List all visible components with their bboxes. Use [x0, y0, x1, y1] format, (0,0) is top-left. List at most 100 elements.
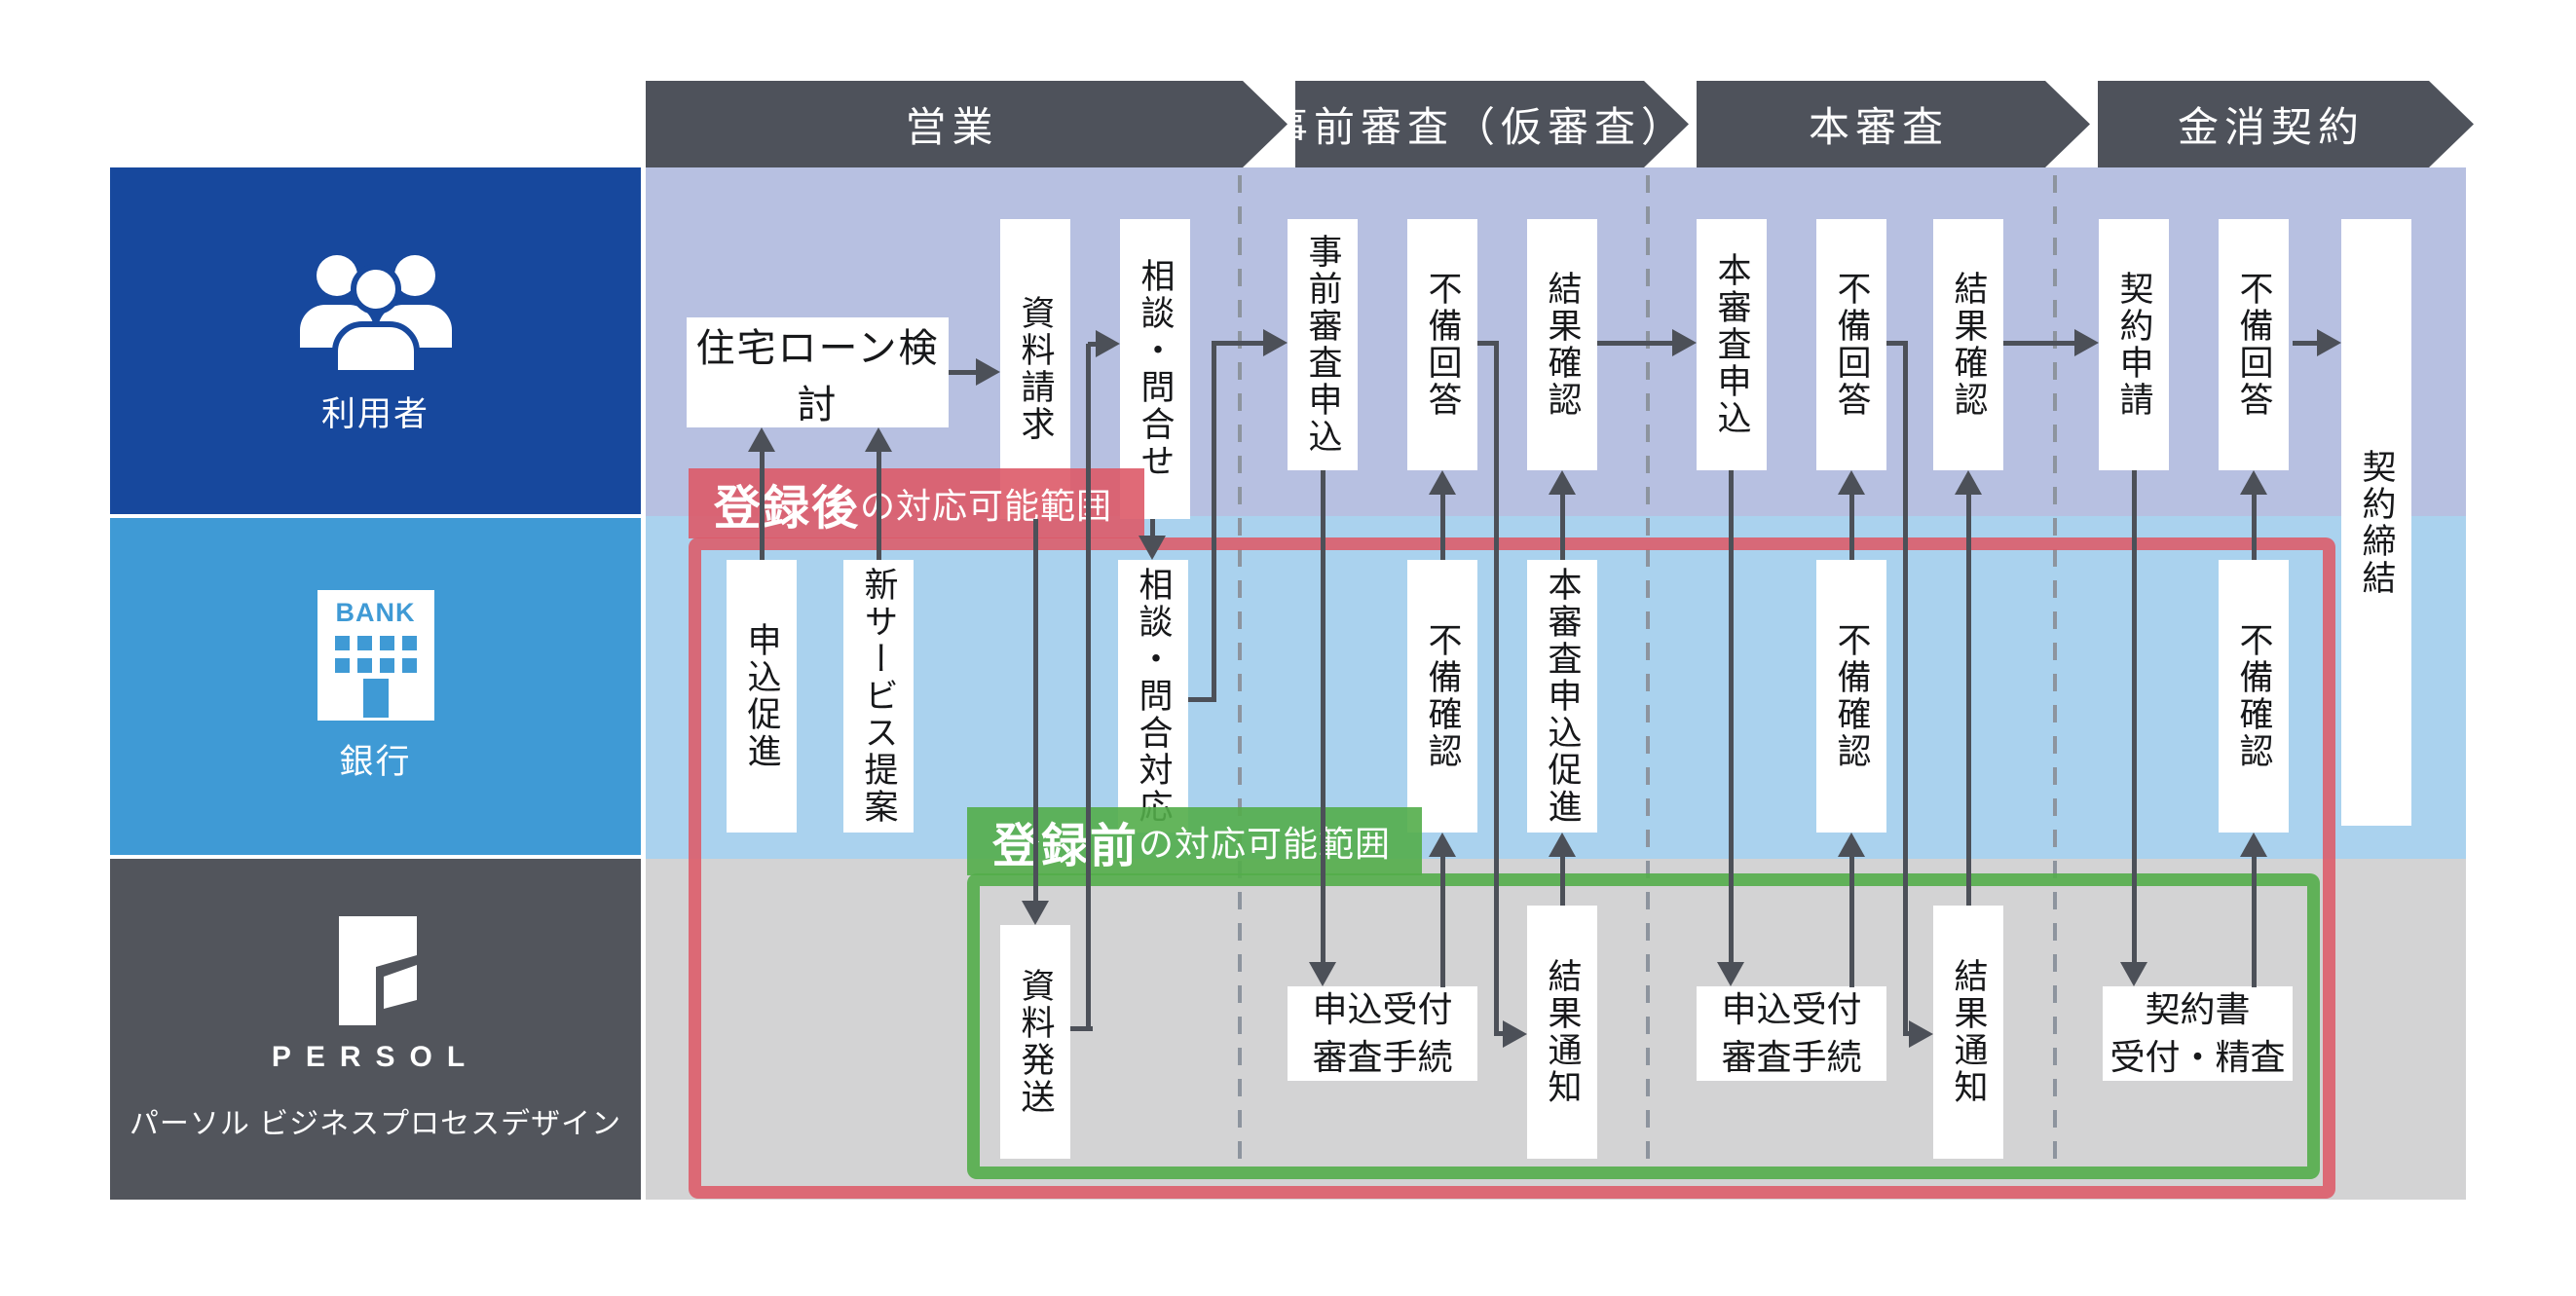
arrowhead-down [2120, 962, 2147, 986]
arrowhead-right [2317, 329, 2341, 356]
after-scope-rest-text: の対応可能範囲 [860, 486, 1113, 526]
phase-arrow-2: 事前審査（仮審査） [1295, 81, 1689, 167]
connector-segment [1321, 470, 1325, 967]
phase-separator-line [1238, 175, 1242, 1166]
phase-arrow-label: 事前審査（仮審査） [1267, 104, 1689, 150]
connector-segment [2132, 470, 2137, 967]
arrowhead-up [1429, 470, 1456, 495]
process-box: 不備確認 [1816, 560, 1886, 833]
connector-segment [1494, 341, 1499, 1036]
process-box: 結果確認 [1527, 219, 1597, 470]
after-registration-scope-rect [689, 537, 2335, 1199]
connector-segment [1849, 853, 1854, 987]
connector-segment [760, 435, 765, 560]
process-box: 申込受付 審査手続 [1288, 986, 1477, 1081]
connector-segment [1440, 492, 1445, 560]
process-box: 結果通知 [1933, 906, 2003, 1159]
connector-segment [1033, 519, 1038, 905]
connector-segment [1560, 853, 1565, 906]
connector-segment [1729, 470, 1734, 967]
arrowhead-up [2240, 470, 2267, 495]
phase-arrow-1: 営業 [646, 81, 1288, 167]
process-box: 申込受付 審査手続 [1697, 986, 1886, 1081]
process-box: 不備回答 [2219, 219, 2289, 470]
sidebar-lane-bank: BANK 銀行 [110, 518, 641, 855]
persol-wordmark: PERSOL [271, 1041, 480, 1073]
connector-segment [2003, 341, 2077, 346]
process-box: 本審査申込 [1697, 219, 1767, 470]
arrowhead-right [1503, 1020, 1527, 1048]
process-box: 契約書 受付・精査 [2103, 986, 2293, 1081]
arrowhead-up [1549, 833, 1576, 857]
before-registration-scope-label: 登録前の対応可能範囲 [967, 807, 1422, 875]
process-box: 契約申請 [2099, 219, 2169, 470]
after-scope-bold-text: 登録後 [714, 483, 861, 535]
arrowhead-up [1838, 470, 1865, 495]
process-box: 本審査申込促進 [1527, 560, 1597, 833]
phase-arrow-label: 本審査 [1808, 104, 1949, 150]
arrowhead-right [1672, 329, 1697, 356]
connector-segment [1086, 344, 1091, 1031]
lane-persol-label: パーソル ビジネスプロセスデザイン [129, 1108, 622, 1140]
arrowhead-up [865, 427, 892, 452]
arrowhead-up [1838, 833, 1865, 857]
connector-segment [2252, 492, 2257, 560]
connector-segment [1597, 341, 1675, 346]
arrowhead-right [1263, 329, 1288, 356]
process-box: 不備確認 [2219, 560, 2289, 833]
process-box: 結果確認 [1933, 219, 2003, 470]
bank-building-icon: BANK [317, 589, 434, 721]
process-box: 不備回答 [1816, 219, 1886, 470]
process-box: 結果通知 [1527, 906, 1597, 1159]
connector-segment [1088, 342, 1101, 347]
process-box: 契約締結 [2341, 219, 2411, 826]
sidebar-lane-persol: PERSOL パーソル ビジネスプロセスデザイン [110, 859, 641, 1200]
process-box: 資料発送 [1000, 925, 1070, 1159]
connector-segment [2252, 853, 2257, 987]
phase-arrow-3: 本審査 [1697, 81, 2090, 167]
connector-segment [1440, 853, 1445, 987]
bank-door [362, 678, 389, 718]
arrowhead-up [748, 427, 775, 452]
arrowhead-up [2240, 833, 2267, 857]
connector-segment [1477, 341, 1499, 346]
phase-arrow-4: 金消契約 [2098, 81, 2474, 167]
connector-segment [1188, 697, 1216, 702]
connector-segment [1886, 341, 1908, 346]
connector-segment [1213, 341, 1268, 346]
arrowhead-right [1909, 1020, 1933, 1048]
arrowhead-down [1139, 536, 1166, 560]
connector-segment [1849, 492, 1854, 560]
process-box: 不備確認 [1407, 560, 1477, 833]
process-box: 相談・問合対応 [1118, 560, 1188, 833]
connector-segment [1150, 519, 1155, 540]
arrowhead-up [1429, 833, 1456, 857]
arrowhead-up [1549, 470, 1576, 495]
connector-segment [1560, 492, 1565, 560]
arrowhead-right [1096, 330, 1120, 357]
users-icon [299, 254, 452, 373]
process-box: 申込促進 [727, 560, 797, 833]
after-registration-scope-label: 登録後の対応可能範囲 [689, 468, 1144, 538]
connector-segment [1070, 1026, 1093, 1031]
process-box: 不備回答 [1407, 219, 1477, 470]
connector-segment [949, 370, 988, 375]
arrowhead-right [976, 358, 1000, 386]
connector-segment [1966, 492, 1971, 906]
connector-segment [1903, 341, 1908, 1036]
bank-sign-text: BANK [335, 597, 416, 627]
connector-segment [877, 435, 881, 560]
phase-arrow-label: 営業 [905, 104, 999, 150]
process-box: 新サービス提案 [843, 560, 914, 833]
sidebar-lane-user: 利用者 [110, 167, 641, 514]
persol-logo-icon [338, 916, 417, 1025]
connector-segment [2293, 341, 2320, 346]
before-registration-scope-rect [967, 873, 2320, 1179]
bank-windows [334, 635, 417, 673]
process-box: 住宅ローン検討 [687, 317, 949, 427]
lane-bank-label: 銀行 [339, 742, 412, 781]
lane-user-label: 利用者 [320, 394, 429, 433]
arrowhead-down [1717, 962, 1744, 986]
arrowhead-up [1955, 470, 1982, 495]
